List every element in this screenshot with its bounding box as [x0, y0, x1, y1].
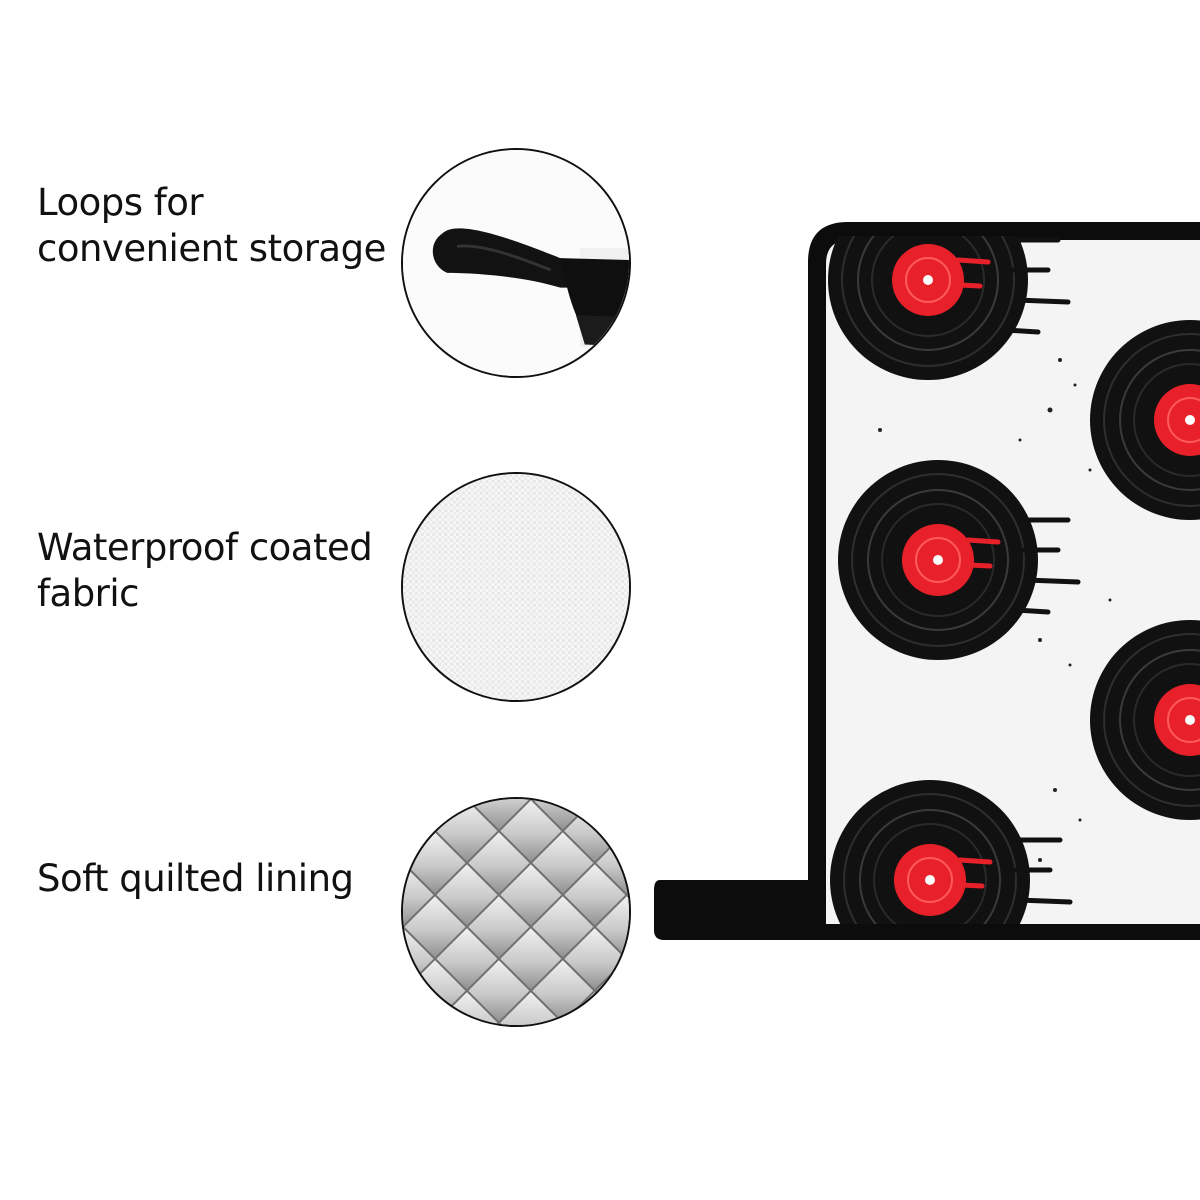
feature-label-waterproof: Waterproof coated fabric	[37, 526, 373, 615]
feature-label-loops: Loops for convenient storage	[37, 181, 386, 270]
loop-detail-image	[401, 148, 631, 378]
lining-detail-image	[401, 797, 631, 1027]
fabric-texture-icon	[403, 474, 629, 700]
hanging-loop-icon	[403, 150, 629, 376]
fabric-detail-image	[401, 472, 631, 702]
feature-label-lining: Soft quilted lining	[37, 857, 354, 900]
quilted-lining-icon	[403, 799, 629, 1025]
